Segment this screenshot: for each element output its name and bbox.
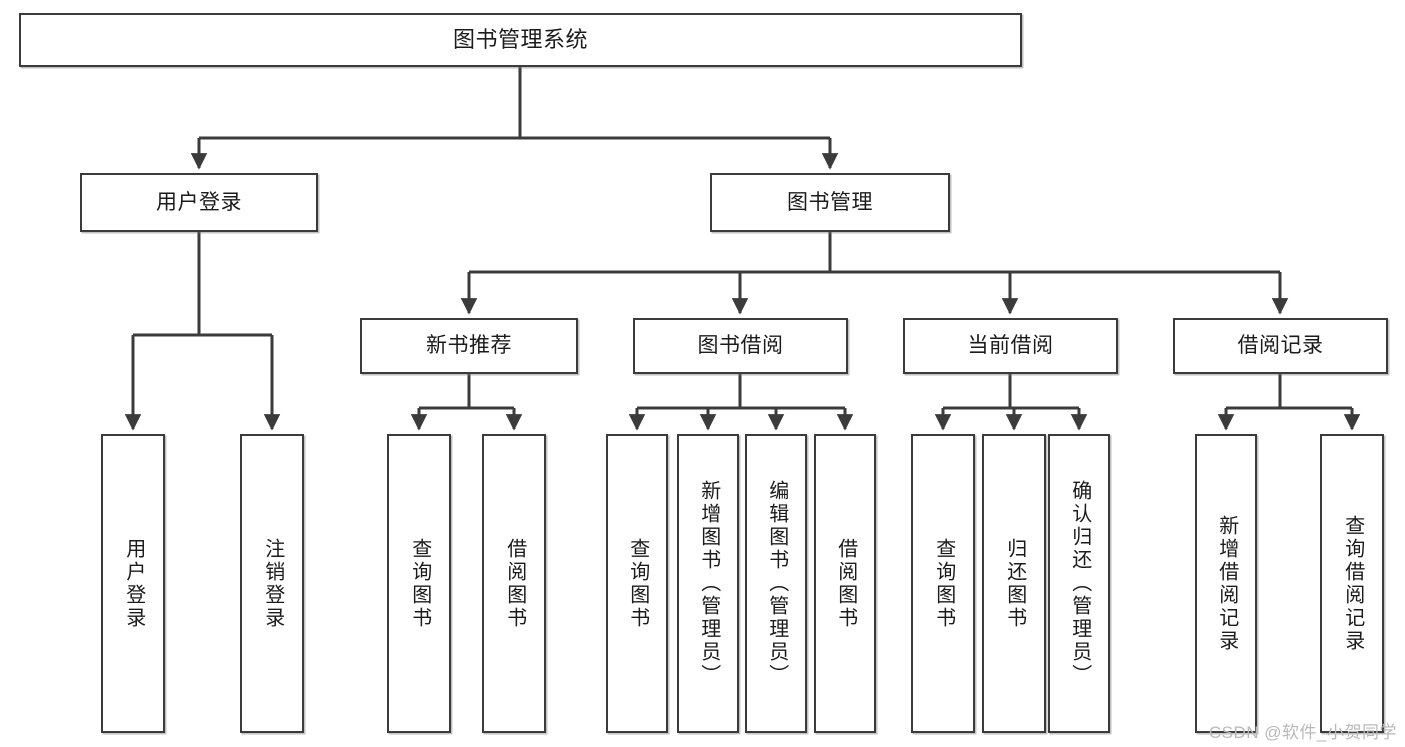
node-leaf-add-book[interactable]: 新增图书（管理员） [677, 434, 739, 733]
node-label: 注销登录 [261, 537, 284, 630]
watermark-text: CSDN @软件_小贺同学 [1208, 723, 1397, 742]
node-leaf-query-book-2[interactable]: 查询图书 [606, 434, 668, 733]
node-label: 归还图书 [1003, 537, 1026, 630]
node-label: 查询图书 [932, 537, 955, 630]
node-label: 当前借阅 [967, 334, 1054, 358]
node-label: 新增借阅记录 [1215, 514, 1238, 653]
node-label: 借阅图书 [834, 537, 857, 630]
node-leaf-borrow-book-1[interactable]: 借阅图书 [482, 434, 546, 733]
node-leaf-add-borrow-record[interactable]: 新增借阅记录 [1195, 434, 1257, 733]
node-new-book-recommend[interactable]: 新书推荐 [360, 318, 578, 374]
node-label: 查询借阅记录 [1341, 514, 1364, 653]
node-leaf-return-book[interactable]: 归还图书 [982, 434, 1046, 733]
node-leaf-user-logout[interactable]: 注销登录 [240, 434, 304, 733]
node-label: 借阅记录 [1237, 334, 1324, 358]
node-leaf-user-login[interactable]: 用户登录 [101, 434, 165, 733]
node-label: 查询图书 [408, 537, 431, 630]
node-leaf-query-book-1[interactable]: 查询图书 [387, 434, 451, 733]
node-label: 图书借阅 [697, 334, 784, 358]
node-label: 图书管理 [787, 190, 873, 214]
node-label: 查询图书 [626, 537, 649, 630]
node-leaf-query-book-3[interactable]: 查询图书 [911, 434, 975, 733]
node-label: 确认归还（管理员） [1068, 480, 1091, 687]
node-current-borrow[interactable]: 当前借阅 [903, 318, 1118, 374]
node-label: 用户登录 [156, 190, 242, 214]
node-book-manage[interactable]: 图书管理 [710, 173, 950, 232]
node-leaf-borrow-book-2[interactable]: 借阅图书 [814, 434, 876, 733]
node-book-borrow[interactable]: 图书借阅 [633, 318, 848, 374]
node-user-login[interactable]: 用户登录 [80, 173, 318, 232]
node-leaf-query-borrow-record[interactable]: 查询借阅记录 [1320, 434, 1384, 733]
node-label: 借阅图书 [503, 537, 526, 630]
node-borrow-record[interactable]: 借阅记录 [1173, 318, 1388, 374]
node-label: 新增图书（管理员） [697, 480, 720, 687]
node-label: 编辑图书（管理员） [765, 480, 788, 687]
node-label: 用户登录 [122, 537, 145, 630]
node-leaf-edit-book[interactable]: 编辑图书（管理员） [745, 434, 807, 733]
node-leaf-confirm-return[interactable]: 确认归还（管理员） [1048, 434, 1110, 733]
node-label: 新书推荐 [426, 334, 512, 358]
node-label: 图书管理系统 [452, 26, 588, 52]
node-root-system[interactable]: 图书管理系统 [19, 13, 1022, 67]
